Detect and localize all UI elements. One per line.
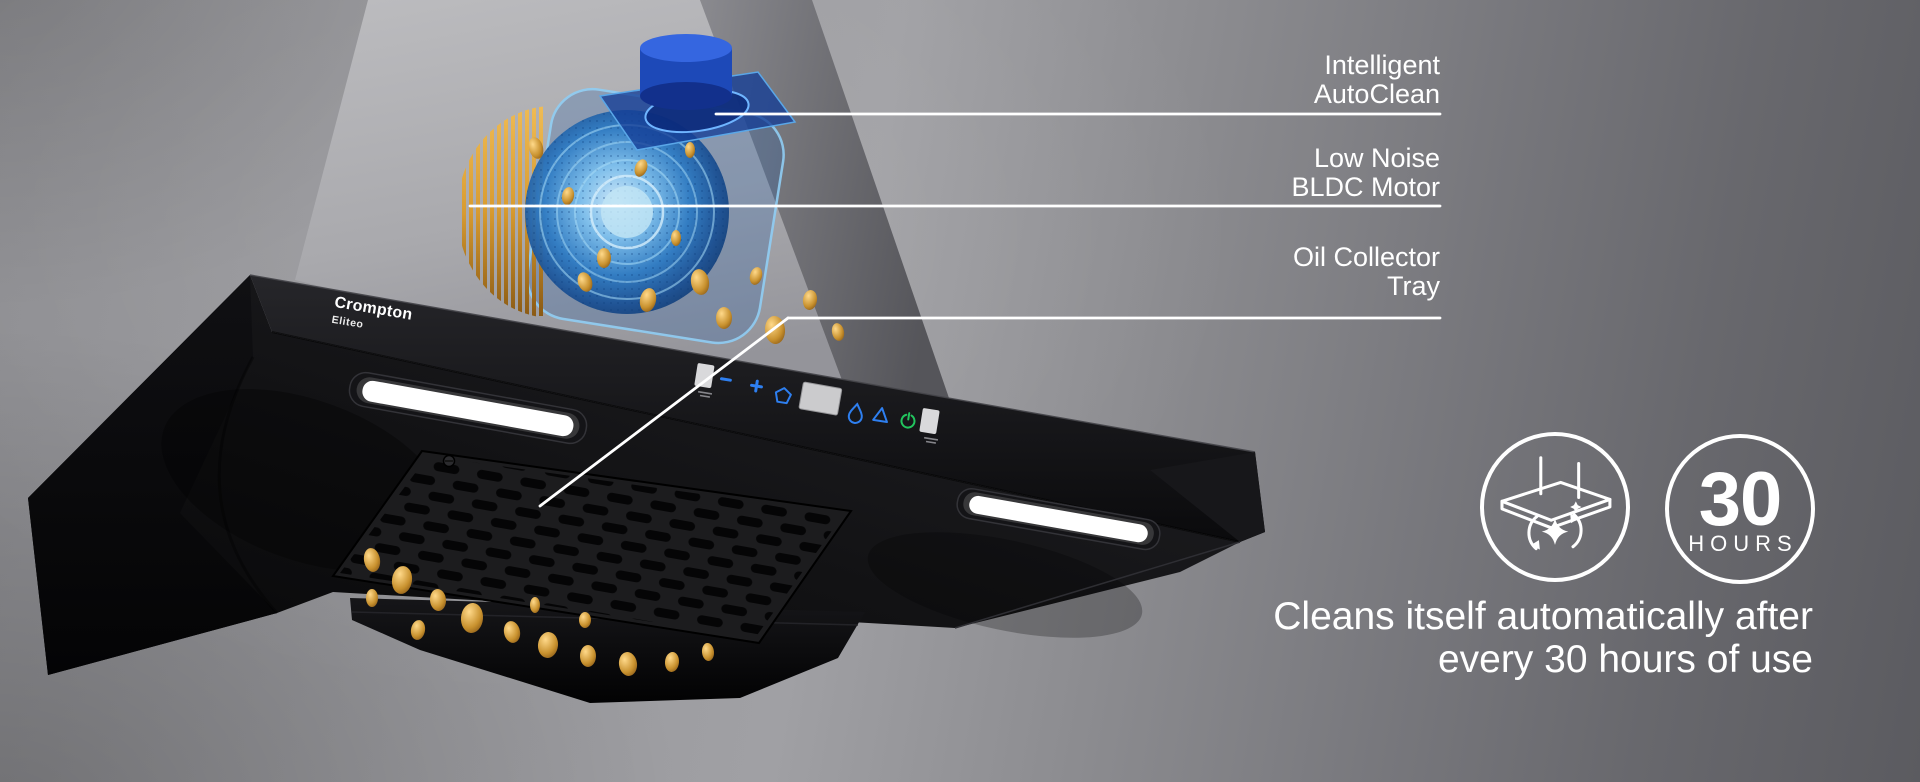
hours-value: 30 [1698, 457, 1783, 542]
baffle-filter [331, 449, 853, 676]
callout-label-line: Tray [1387, 271, 1440, 301]
filter-triangle-icon [872, 407, 888, 424]
hood-right-endcap [1150, 452, 1265, 542]
display-screen [798, 381, 843, 416]
hood-left-face [28, 275, 277, 675]
hood-bottom-edge-highlight [954, 541, 1241, 629]
callout-label-line: Oil Collector [1292, 242, 1440, 272]
filter-screw [442, 454, 456, 468]
speed-minus-icon [719, 377, 732, 382]
chimney-autoclean-icon [1500, 456, 1612, 551]
power-icon [900, 412, 916, 429]
caption-line: every 30 hours of use [1437, 638, 1813, 681]
hours-badge: 30 HOURS [1665, 434, 1815, 584]
speed-plus-icon [750, 379, 763, 393]
callout-label-line: Low Noise [1313, 143, 1440, 173]
led-strip-left [348, 371, 588, 445]
auto-clean-pentagon-icon [774, 387, 792, 405]
autoclean-badge [1480, 432, 1630, 582]
hood-front-band [250, 275, 1265, 542]
callout-label-line: Intelligent [1324, 50, 1440, 80]
motor-hub [601, 186, 653, 238]
motor-hub-ring [589, 174, 665, 250]
callout-label-autoclean: Intelligent AutoClean [1314, 51, 1440, 109]
callout-line-oil-tray-diagonal [538, 316, 790, 508]
touch-button-left [694, 363, 715, 398]
hours-unit: HOURS [1688, 531, 1798, 556]
callout-label-line: BLDC Motor [1291, 172, 1440, 202]
oil-droplets-filter [363, 548, 715, 676]
hood-top-edge-highlight [249, 274, 1256, 453]
caption: Cleans itself automatically after every … [1273, 595, 1813, 681]
touch-button-right [919, 408, 940, 444]
callout-label-line: AutoClean [1313, 79, 1440, 109]
hood-underside-face [28, 275, 1240, 675]
motor-ring-mid [556, 141, 698, 283]
led-strip-right [956, 487, 1161, 551]
hood-shadow-right [867, 532, 1143, 638]
motor-wireframe-graphic [462, 34, 845, 345]
caption-line: Cleans itself automatically after [1273, 595, 1813, 638]
hood-left-crease [217, 356, 279, 615]
callout-label-oil-tray: Oil Collector Tray [1293, 243, 1440, 301]
water-drop-icon [847, 402, 863, 424]
callout-label-bldc-motor: Low Noise BLDC Motor [1291, 144, 1440, 202]
motor-ring-inner [574, 159, 680, 265]
touch-control-panel [694, 363, 940, 444]
motor-outlet-cylinder [640, 34, 732, 110]
